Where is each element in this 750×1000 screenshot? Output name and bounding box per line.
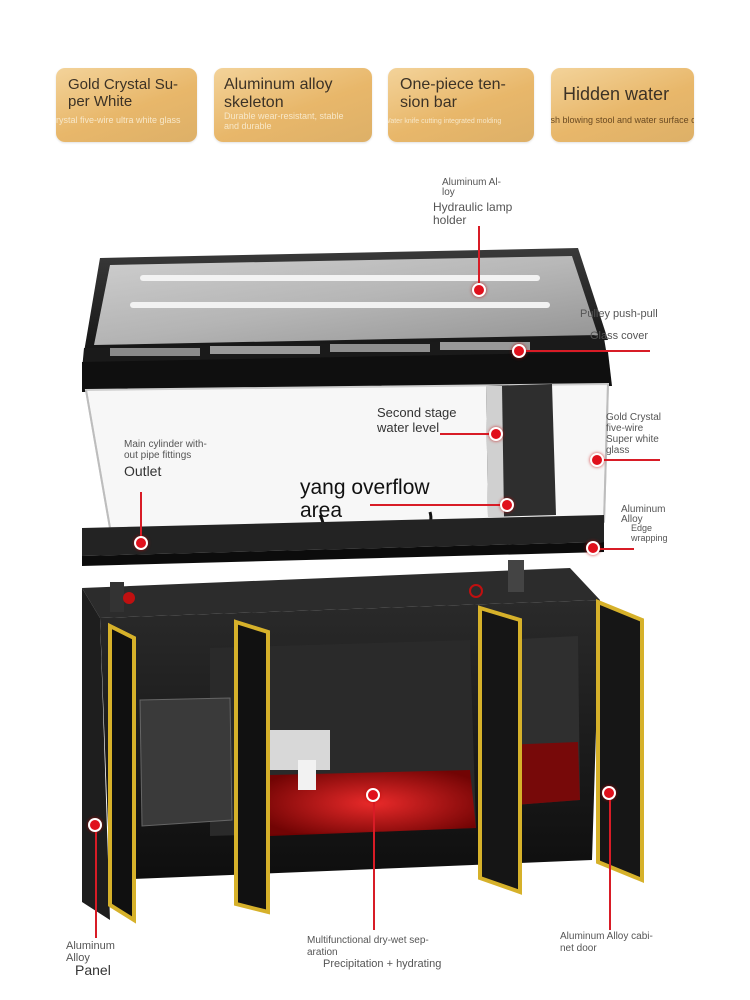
edge-label: Edge wrapping [631,523,668,543]
lid [82,248,612,392]
glass-cover-dot [512,344,526,358]
cabinet-door-label: Aluminum Alloy cabi- net door [560,931,653,954]
feature-badge-hidden-water: Hidden water Fish blowing stool and wate… [551,68,694,142]
lamp-holder-dot [472,283,486,297]
panel-label: Panel [75,962,111,978]
lamp-holder-line [478,226,480,288]
separation-label: Multifunctional dry-wet sep- aration [307,935,429,958]
badge-title: Hidden water [563,84,670,104]
panel-material-label: Aluminum Alloy [66,940,115,964]
tank-base [82,515,604,566]
lamp-holder-material-label: Aluminum Al- loy [442,177,501,198]
glass-cover-line [520,350,650,352]
overflow-dot [500,498,514,512]
edge-dot [586,541,600,555]
badge-title: Aluminum alloy skeleton [224,76,333,111]
outlet-label: Outlet [124,463,162,479]
glass-type-dot [590,453,604,467]
separation-dot [366,788,380,802]
badge-subtitle: Durable wear-resistant, stable and durab… [224,111,344,131]
second-stage-label: Second stage water level [377,405,457,435]
outlet-line [140,492,142,542]
edge-line [594,548,634,550]
panel-line [95,826,97,938]
edge-material-label: Aluminum Alloy [621,504,666,525]
door-dot [602,786,616,800]
outlet-dot [134,536,148,550]
badge-subtitle: Water knife cutting integrated molding [388,118,502,125]
lamp-holder-label: Hydraulic lamp holder [433,200,513,227]
overflow-label: yang overflow area [300,476,430,522]
pulley-label: Pulley push-pull [580,308,658,320]
cabinet [82,560,644,924]
glass-type-line [598,459,660,461]
badge-title: Gold Crystal Su- per White [68,76,179,110]
overflow-line [370,504,508,506]
second-stage-line [440,433,498,435]
glass-type-label: Gold Crystal five-wire Super white glass [606,412,662,456]
panel-dot [88,818,102,832]
feature-badge-tension-bar: One-piece ten- sion bar Water knife cutt… [388,68,534,142]
precipitation-label: Precipitation + hydrating [323,958,442,970]
second-stage-dot [489,427,503,441]
badge-subtitle: Fish blowing stool and water surface oil… [551,115,694,125]
main-cylinder-label: Main cylinder with- out pipe fittings [124,439,207,461]
glass-tank [84,382,610,539]
badge-subtitle: Gold Crystal five-wire ultra white glass [56,115,181,125]
feature-badge-glass: Gold Crystal Su- per White Gold Crystal … [56,68,197,142]
separation-line [373,796,375,930]
badge-title: One-piece ten- sion bar [400,76,506,111]
door-line [609,794,611,930]
feature-badge-skeleton: Aluminum alloy skeleton Durable wear-res… [214,68,372,142]
glass-cover-label: Glass cover [590,330,649,342]
